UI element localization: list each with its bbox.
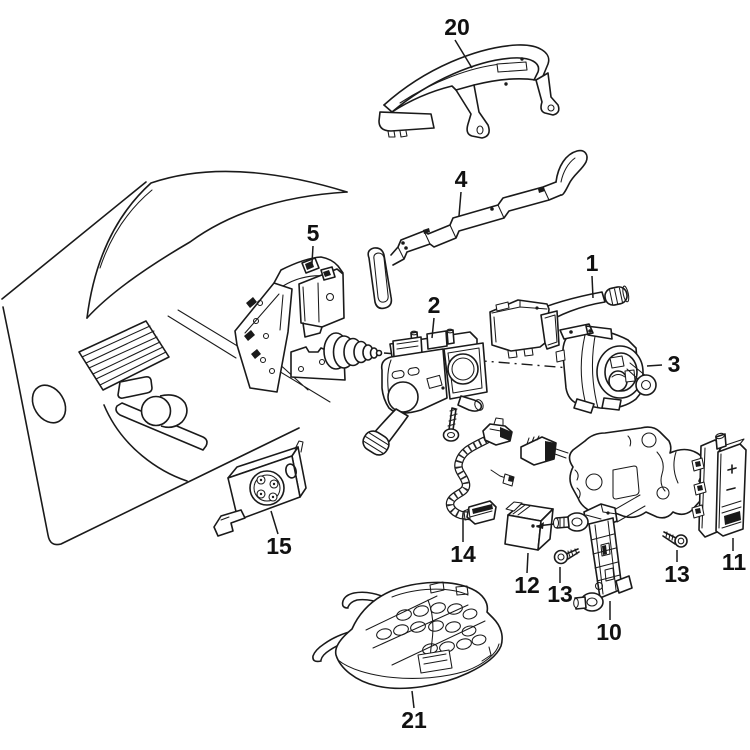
cover-leg-inner xyxy=(455,84,490,139)
rotary-knob xyxy=(140,395,172,427)
switch-connector-face xyxy=(249,470,285,506)
part-number-upper-column-cover[interactable]: 20 xyxy=(444,14,470,40)
part-11-control-unit xyxy=(691,432,747,538)
switch-opening-oval xyxy=(31,384,67,424)
callout-leader-upper-column-cover xyxy=(454,39,473,69)
part-21-lower-trim xyxy=(312,581,503,690)
part-number-lower-trim[interactable]: 21 xyxy=(401,707,427,733)
screw-13-left xyxy=(553,548,580,565)
callout-leader-light-switch xyxy=(270,510,279,535)
callout-leader-slip-ring xyxy=(646,364,663,367)
slip-ring-connectors xyxy=(559,323,613,340)
part-4-mounting-bar xyxy=(367,149,588,310)
part-number-screw[interactable]: 13 xyxy=(664,561,690,587)
part-number-hinge-bracket[interactable]: 10 xyxy=(596,619,622,645)
part-number-column-switch[interactable]: 1 xyxy=(586,250,599,276)
ignition-lock-cylinder xyxy=(290,332,383,381)
dash-slot xyxy=(117,376,153,399)
cover-leg-right xyxy=(535,72,560,116)
part-2-switch-housing xyxy=(362,328,488,456)
trim-vent-holes xyxy=(376,602,487,655)
part-number-mounting-bar[interactable]: 4 xyxy=(455,166,468,192)
callout-leader-cluster-bracket xyxy=(311,245,314,264)
part-10-hinge-bracket xyxy=(552,494,646,612)
switch-foot xyxy=(213,509,246,537)
part-3-slip-ring xyxy=(555,323,657,414)
polarity-marks xyxy=(726,464,737,491)
part-number-switch-housing[interactable]: 2 xyxy=(428,292,441,318)
part-number-light-switch[interactable]: 15 xyxy=(266,533,292,559)
screw-part2 xyxy=(442,407,460,442)
callout-leader-control-module xyxy=(526,552,529,574)
part-number-control-module[interactable]: 12 xyxy=(514,572,540,598)
column-bracket-plate xyxy=(568,426,706,519)
part-number-cluster-bracket[interactable]: 5 xyxy=(307,220,320,246)
part-number-screw[interactable]: 13 xyxy=(547,581,573,607)
callout-leader-column-switch xyxy=(591,275,594,299)
part-14-wiring-harness xyxy=(445,417,569,525)
part-12-control-module xyxy=(504,501,572,551)
part-number-slip-ring[interactable]: 3 xyxy=(668,351,681,377)
part-number-wiring-harness[interactable]: 14 xyxy=(450,541,476,567)
screw-13-right xyxy=(662,531,688,548)
part-15-light-switch xyxy=(213,440,307,537)
callout-leader-mounting-bar xyxy=(458,191,462,217)
callout-leader-lower-trim xyxy=(411,690,415,709)
cluster-hood xyxy=(86,170,348,319)
windshield-line xyxy=(1,181,147,300)
part-number-control-unit[interactable]: 11 xyxy=(722,549,747,575)
part-5-cluster-bracket xyxy=(234,256,345,393)
part-1-column-switch xyxy=(489,285,630,359)
callout-leader-switch-housing xyxy=(431,317,435,339)
part-20-upper-column-cover xyxy=(378,44,560,139)
air-vent xyxy=(78,320,170,391)
dashboard-outline xyxy=(1,170,348,546)
cover-foot xyxy=(378,111,435,132)
